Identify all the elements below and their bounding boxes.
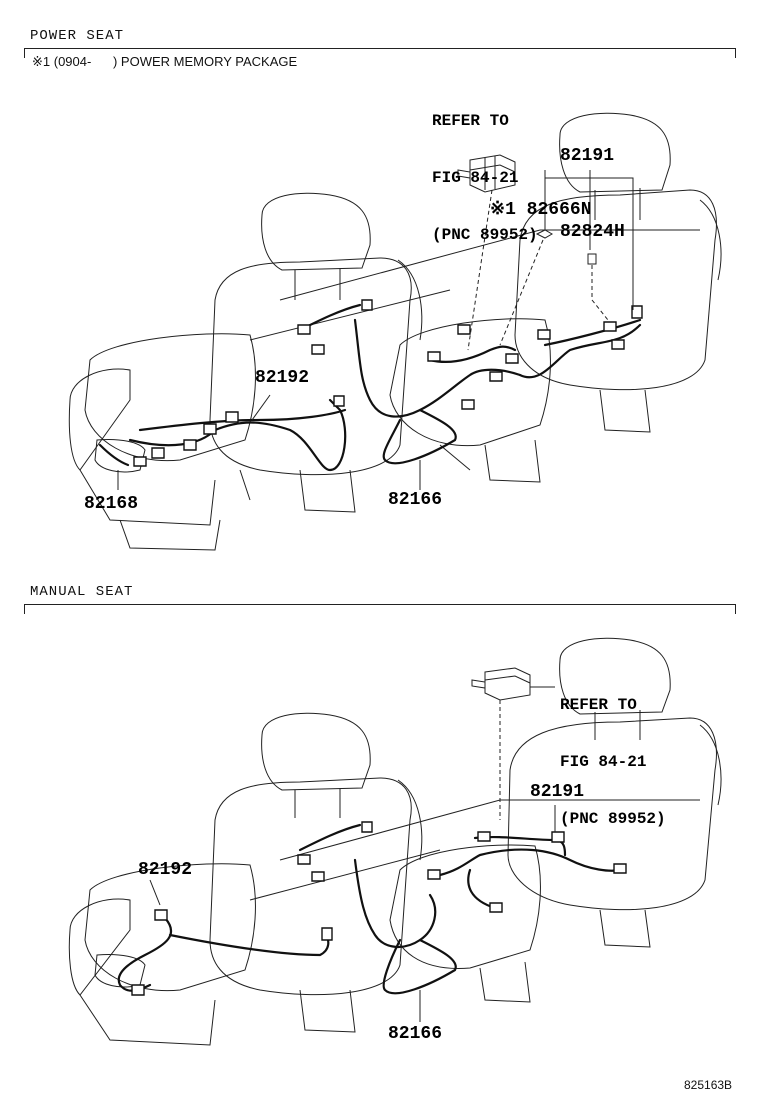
manual-seat-title: MANUAL SEAT [30, 584, 134, 600]
callout-82192-manual: 82192 [138, 860, 193, 880]
manual-rule-left-tick [24, 604, 25, 614]
leader-82192-power [252, 395, 270, 420]
leader-82192-manual [150, 880, 160, 905]
harness-82168 [100, 445, 128, 465]
floor-line-mid [250, 290, 450, 340]
memory-package-note: ※1 (0904- ) POWER MEMORY PACKAGE [32, 54, 298, 69]
power-right-seat [390, 113, 721, 482]
callout-82191-power: 82191 [560, 146, 615, 166]
manual-floor-line-mid [250, 850, 440, 900]
manual-left-seat [69, 713, 421, 1045]
harness-82192-manual-left [119, 918, 171, 991]
callout-82166-manual: 82166 [388, 1024, 443, 1044]
leader-module-dashed [468, 190, 492, 350]
manual-module-box [472, 668, 530, 700]
power-rule-left-tick [24, 48, 25, 58]
drawing-code: 825163B [684, 1078, 733, 1092]
power-refer-block: REFER TO FIG 84-21 (PNC 89952) [432, 74, 538, 283]
manual-refer-line-3: (PNC 89952) [560, 810, 666, 828]
part-82824h-shape [588, 254, 596, 264]
harness-manual-seatback [300, 825, 360, 850]
harness-82166-manual-top [355, 860, 435, 947]
callout-82824h: 82824H [560, 222, 625, 242]
harness-82191-manual [440, 850, 620, 875]
callout-82666n: ※1 82666N [490, 200, 592, 220]
callout-82168: 82168 [84, 494, 139, 514]
manual-right-seat [390, 638, 721, 1002]
power-left-seat [69, 193, 421, 550]
harness-82192-manual-main [170, 935, 328, 955]
power-section-rule [24, 48, 736, 49]
leader-82824h-dashed [592, 265, 608, 320]
power-seat-title: POWER SEAT [30, 28, 125, 44]
manual-section-rule [24, 604, 736, 605]
power-refer-line-3: (PNC 89952) [432, 226, 538, 244]
power-rule-right-tick [735, 48, 736, 58]
manual-refer-line-2: FIG 84-21 [560, 753, 647, 771]
harness-82191-power [520, 325, 640, 377]
harness-82166-power-loop [384, 410, 456, 463]
callout-82192-power: 82192 [255, 368, 310, 388]
manual-rule-right-tick [735, 604, 736, 614]
power-module-box [458, 155, 515, 192]
floor-line-back [280, 230, 700, 300]
power-refer-line-1: REFER TO [432, 112, 509, 130]
power-refer-line-2: FIG 84-21 [432, 169, 519, 187]
harness-82166-manual-loop [384, 940, 456, 993]
manual-refer-block: REFER TO FIG 84-21 (PNC 89952) [560, 658, 666, 867]
callout-82166-power: 82166 [388, 490, 443, 510]
harness-82166-power-top [355, 320, 520, 417]
leader-82666n-dashed [500, 240, 543, 345]
callout-82191-manual: 82191 [530, 782, 585, 802]
manual-refer-line-1: REFER TO [560, 696, 637, 714]
leader-82191-bracket [545, 170, 633, 310]
harness-82191-rail [545, 320, 640, 345]
harness-82192-upper [140, 410, 345, 430]
harness-connector-cluster [430, 347, 515, 362]
part-82666n-shape [537, 230, 552, 238]
